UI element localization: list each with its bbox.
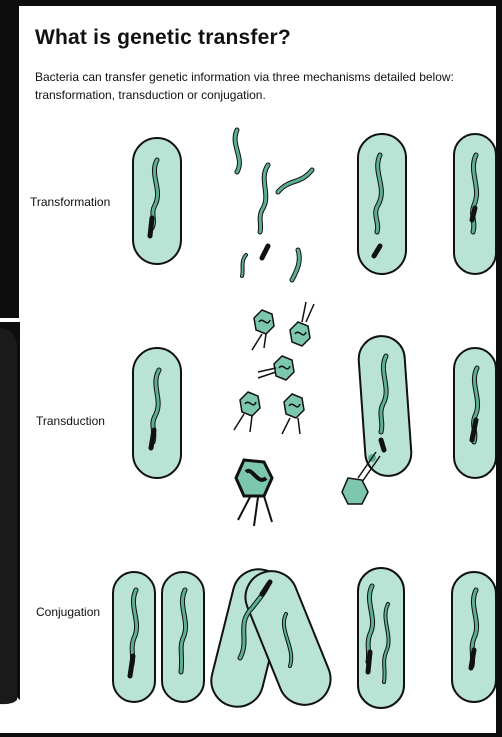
post-conjugation-cells — [358, 568, 404, 708]
transformed-cell — [454, 134, 496, 274]
donor-cell — [133, 348, 181, 478]
row-label-transformation: Transformation — [30, 195, 110, 209]
uptake-cell — [358, 134, 406, 274]
dark-bottom-edge — [0, 733, 502, 737]
dark-left-curve — [0, 328, 17, 704]
row-label-transduction: Transduction — [36, 414, 105, 428]
row-label-conjugation: Conjugation — [36, 605, 100, 619]
transduced-cell — [454, 348, 496, 478]
recipient-cell-1 — [133, 138, 181, 264]
intro-text: Bacteria can transfer genetic informatio… — [35, 68, 495, 104]
figure-title: What is genetic transfer? — [35, 26, 291, 50]
conjugated-cell — [452, 572, 496, 702]
